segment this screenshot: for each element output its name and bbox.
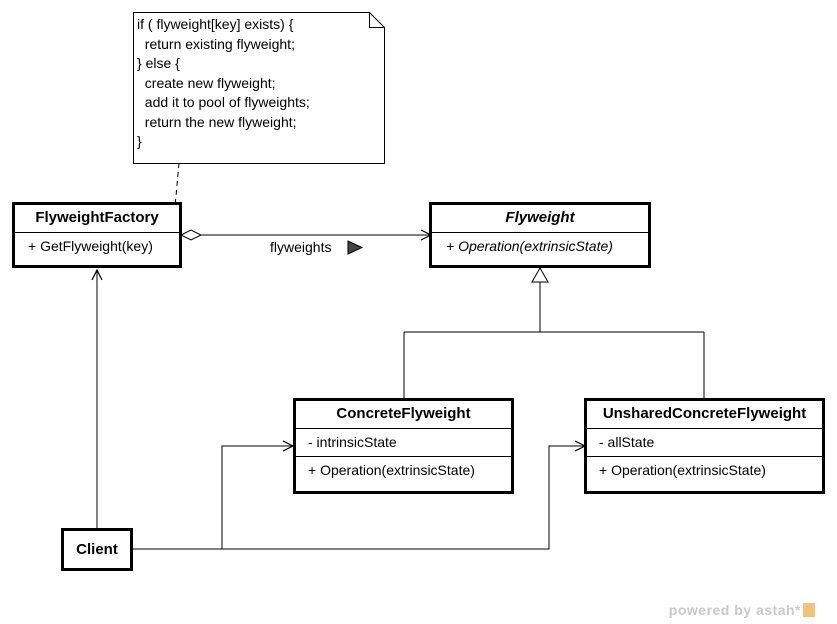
aggregation-diamond: [179, 229, 203, 241]
class-flyweight-factory[interactable]: FlyweightFactory + GetFlyweight(key): [12, 202, 182, 268]
client-to-concrete-line: [133, 446, 293, 550]
class-client[interactable]: Client: [61, 528, 133, 571]
generalization-triangle: [531, 266, 549, 283]
class-unshared-concrete-flyweight[interactable]: UnsharedConcreteFlyweight - allState + O…: [584, 398, 825, 494]
astah-logo-icon: [803, 603, 815, 617]
client-to-unshared-line: [222, 446, 585, 550]
watermark-text: powered by astah*: [668, 602, 801, 618]
class-attribute: - intrinsicState: [296, 428, 511, 456]
class-concrete-flyweight[interactable]: ConcreteFlyweight - intrinsicState + Ope…: [293, 398, 514, 494]
direction-triangle-icon: [347, 240, 364, 255]
class-flyweight[interactable]: Flyweight + Operation(extrinsicState): [429, 202, 651, 268]
note-text: if ( flyweight[key] exists) { return exi…: [137, 16, 310, 149]
watermark: powered by astah*: [669, 602, 815, 618]
class-name: FlyweightFactory: [35, 209, 159, 226]
class-name: ConcreteFlyweight: [336, 405, 471, 422]
note: if ( flyweight[key] exists) { return exi…: [133, 12, 384, 163]
association-label: flyweights: [270, 239, 332, 255]
note-fold: [369, 12, 385, 28]
class-operation: + Operation(extrinsicState): [587, 456, 822, 484]
class-name: Client: [76, 541, 118, 558]
class-name: UnsharedConcreteFlyweight: [602, 405, 807, 422]
class-operation: + Operation(extrinsicState): [296, 456, 511, 484]
class-name: Flyweight: [505, 209, 575, 226]
note-shape: [133, 12, 385, 164]
class-operation: + GetFlyweight(key): [15, 232, 179, 260]
class-operation: + Operation(extrinsicState): [432, 232, 648, 260]
class-attribute: - allState: [587, 428, 822, 456]
